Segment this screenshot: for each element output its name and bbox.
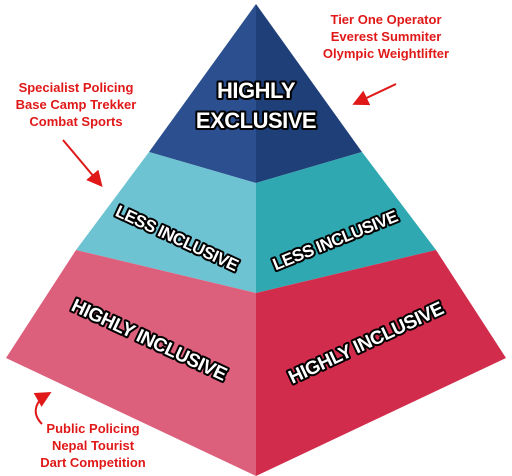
bottom-tier-left-face — [6, 250, 256, 476]
annotation-bottom-line1: Public Policing — [46, 421, 139, 436]
top-tier-label-line1: HIGHLY — [217, 78, 296, 103]
annotation-bottom: Public Policing Nepal Tourist Dart Compe… — [33, 392, 146, 470]
annotation-top: Tier One Operator Everest Summiter Olymp… — [323, 12, 449, 106]
annotation-top-arrow — [352, 83, 397, 106]
bottom-tier-right-face — [256, 250, 506, 476]
annotation-bottom-line2: Nepal Tourist — [52, 438, 135, 453]
annotation-top-line2: Everest Summiter — [331, 29, 442, 44]
annotation-bottom-arrow — [33, 392, 52, 425]
top-tier-left-face — [149, 4, 256, 183]
annotation-middle: Specialist Policing Base Camp Trekker Co… — [16, 80, 137, 188]
annotation-top-line1: Tier One Operator — [330, 12, 441, 27]
pyramid — [6, 4, 506, 476]
annotation-bottom-line3: Dart Competition — [40, 455, 146, 470]
annotation-middle-arrow — [62, 139, 103, 188]
top-tier-label-line2: EXCLUSIVE — [196, 108, 316, 133]
middle-tier-right-face — [256, 152, 436, 293]
middle-tier-left-face — [76, 152, 256, 293]
annotation-middle-line3: Combat Sports — [29, 114, 122, 129]
annotation-top-line3: Olympic Weightlifter — [323, 46, 449, 61]
annotation-middle-line2: Base Camp Trekker — [16, 97, 137, 112]
top-tier-right-face — [256, 4, 362, 183]
annotation-middle-line1: Specialist Policing — [19, 80, 134, 95]
